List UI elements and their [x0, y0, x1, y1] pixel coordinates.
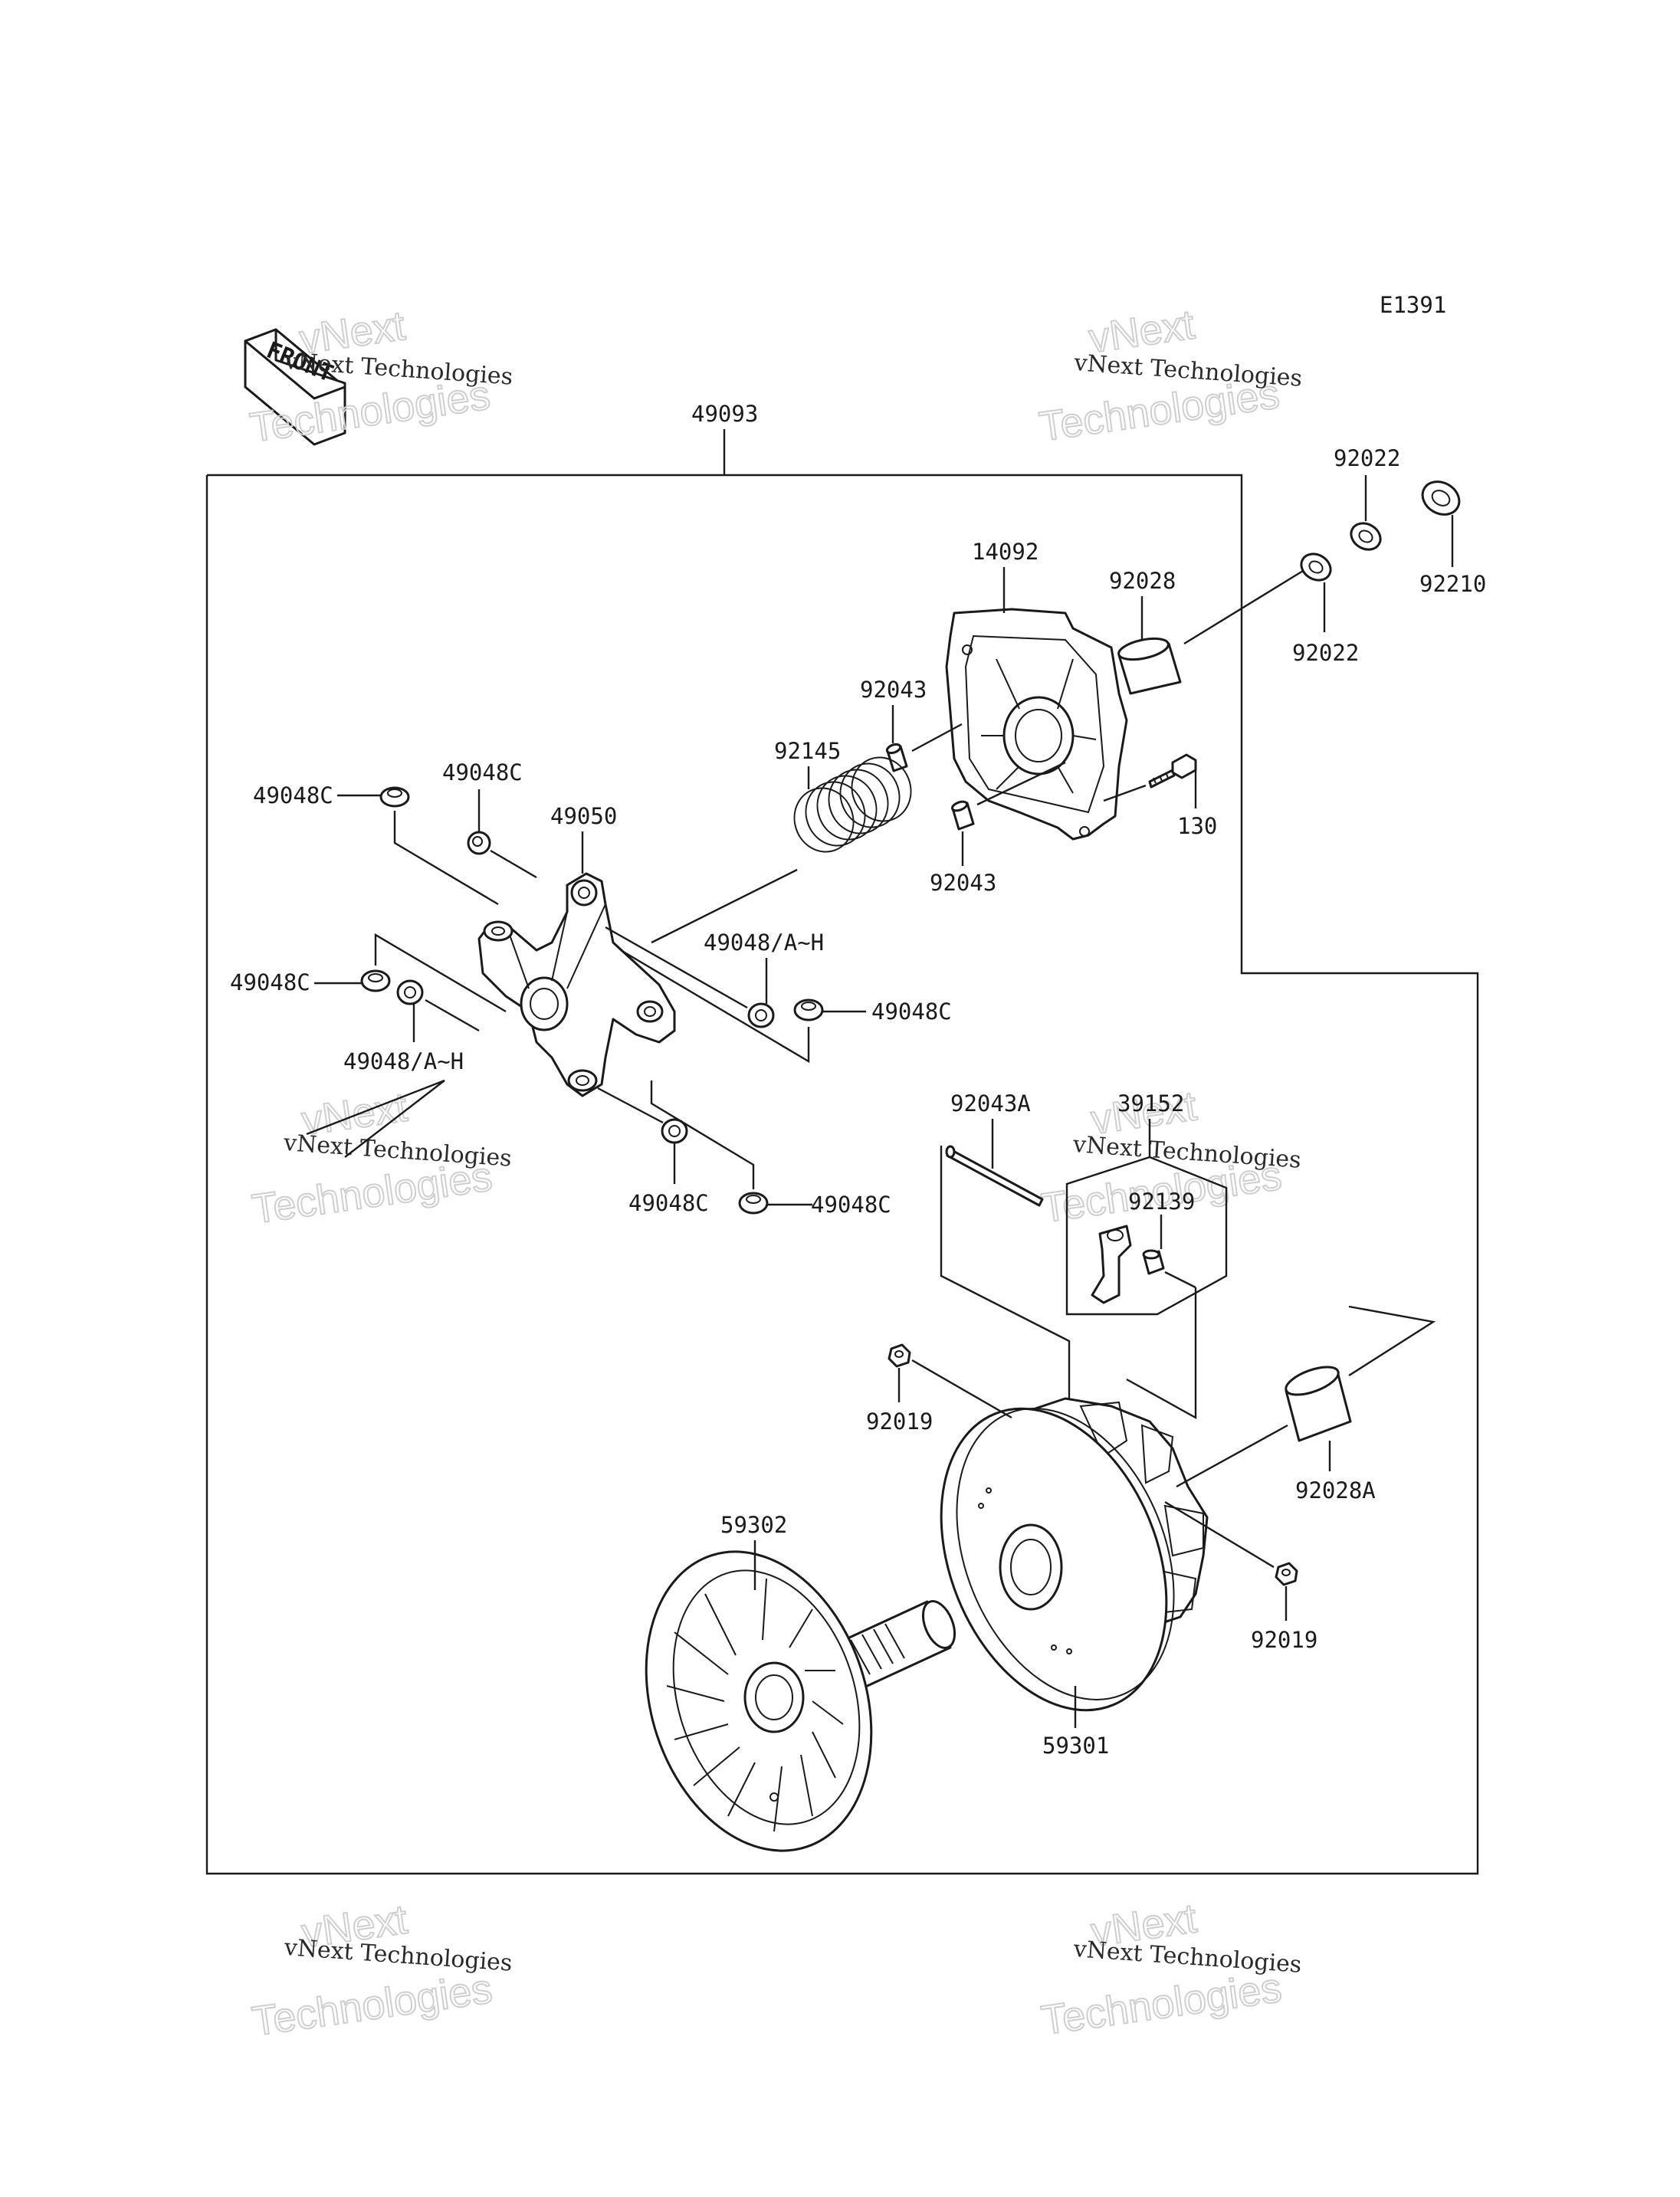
washer-92022-lower: [1300, 553, 1332, 582]
spring-92145: [793, 756, 912, 853]
leader-49048C-br: [650, 1080, 755, 1189]
leader-92028-axis: [1183, 569, 1304, 645]
leader-49048C-tl: [393, 811, 499, 906]
sheave-59301: [940, 1397, 1209, 1712]
label-49093: 49093: [691, 401, 758, 427]
label-49048AH-right: 49048/A~H: [704, 930, 824, 956]
roller-49048C-top: [467, 831, 491, 855]
leader-49048AH-right-axis: [605, 926, 748, 1009]
leader-92043A-box: [940, 1146, 1071, 1418]
leader-49048C-right: [620, 949, 810, 1064]
watermark-big-12: Technologies: [1039, 1965, 1285, 2044]
pin-92043A: [945, 1145, 1044, 1207]
watermark-big-10: Technologies: [249, 1966, 495, 2045]
sheave-59302: [645, 1550, 956, 1852]
label-14092: 14092: [972, 539, 1039, 565]
leader-92043-bottom-axis: [976, 761, 1066, 806]
leader-49048C-bl-axis: [597, 1087, 664, 1124]
label-49048AH-left: 49048/A~H: [343, 1048, 464, 1074]
roller-49048C-top-left: [379, 786, 410, 808]
roller-49048AH-right: [747, 1002, 775, 1028]
leader-92139-axis: [1164, 1271, 1196, 1289]
label-49048C-tl: 49048C: [253, 782, 333, 808]
label-59302: 59302: [720, 1512, 787, 1538]
nut-92210: [1421, 480, 1461, 516]
front-arrow-icon: FRONT: [244, 328, 346, 446]
label-130: 130: [1177, 813, 1217, 839]
label-49050: 49050: [550, 803, 617, 829]
leader-49048AH-left-axis: [425, 998, 480, 1032]
label-92028A: 92028A: [1295, 1477, 1376, 1503]
leader-92043-top-axis: [911, 723, 963, 753]
bushing-92028A: [1285, 1366, 1352, 1442]
label-59301: 59301: [1042, 1733, 1109, 1759]
spider-49050: [477, 872, 676, 1097]
leader-92019-right-axis: [1164, 1500, 1275, 1569]
pin-92043-upper: [885, 743, 908, 772]
leader-39152-box: [1126, 1287, 1197, 1420]
roller-49048C-bottom-right: [738, 1192, 769, 1215]
bushing-92028: [1117, 637, 1182, 695]
label-39152: 39152: [1117, 1090, 1184, 1117]
label-92043A: 92043A: [950, 1090, 1031, 1117]
roller-49048AH-left: [396, 979, 424, 1005]
label-49048C-t: 49048C: [442, 759, 523, 785]
bolt-130: [1148, 753, 1197, 789]
weight-39152: [1091, 1225, 1132, 1304]
label-49048C-right: 49048C: [871, 998, 952, 1025]
washer-92022-upper: [1350, 522, 1382, 551]
leader-92019-left-axis: [911, 1359, 1012, 1419]
leader-49048C-t-axis: [490, 849, 537, 879]
nut-92019-left: [888, 1343, 911, 1368]
leader-spider-bottom-left: [306, 1079, 445, 1158]
leader-92028A-axis: [1176, 1424, 1288, 1488]
roller-49048C-right: [793, 998, 824, 1021]
label-92028: 92028: [1109, 568, 1176, 594]
leader-39152: [1065, 1119, 1228, 1316]
bushing-92139: [1142, 1249, 1165, 1275]
label-92022-mid: 92022: [1292, 640, 1359, 666]
label-92022-top: 92022: [1334, 445, 1400, 471]
leader-130-axis: [1103, 784, 1147, 802]
label-49048C-left: 49048C: [230, 969, 310, 995]
label-49048C-br: 49048C: [811, 1192, 891, 1218]
leader-49048C-left: [374, 933, 507, 1013]
label-92145: 92145: [774, 738, 841, 764]
diagram-code: E1391: [1380, 292, 1446, 318]
label-92043-top: 92043: [860, 677, 927, 703]
label-92210: 92210: [1419, 571, 1486, 597]
assembly-outline: [205, 474, 1479, 1875]
label-92019-left: 92019: [866, 1408, 933, 1435]
label-92043-bottom: 92043: [930, 870, 996, 896]
leader-92145-axis: [651, 868, 798, 944]
cover-14092: [945, 608, 1128, 841]
pin-92043-lower: [950, 800, 975, 831]
label-92139: 92139: [1128, 1189, 1195, 1215]
nut-92019-right: [1275, 1562, 1298, 1586]
label-49048C-bl: 49048C: [628, 1190, 709, 1216]
roller-49048C-left: [360, 969, 391, 992]
label-92019-right: 92019: [1251, 1627, 1317, 1653]
roller-49048C-bottom-left: [661, 1118, 688, 1144]
leader-92028A-ext: [1348, 1305, 1436, 1377]
